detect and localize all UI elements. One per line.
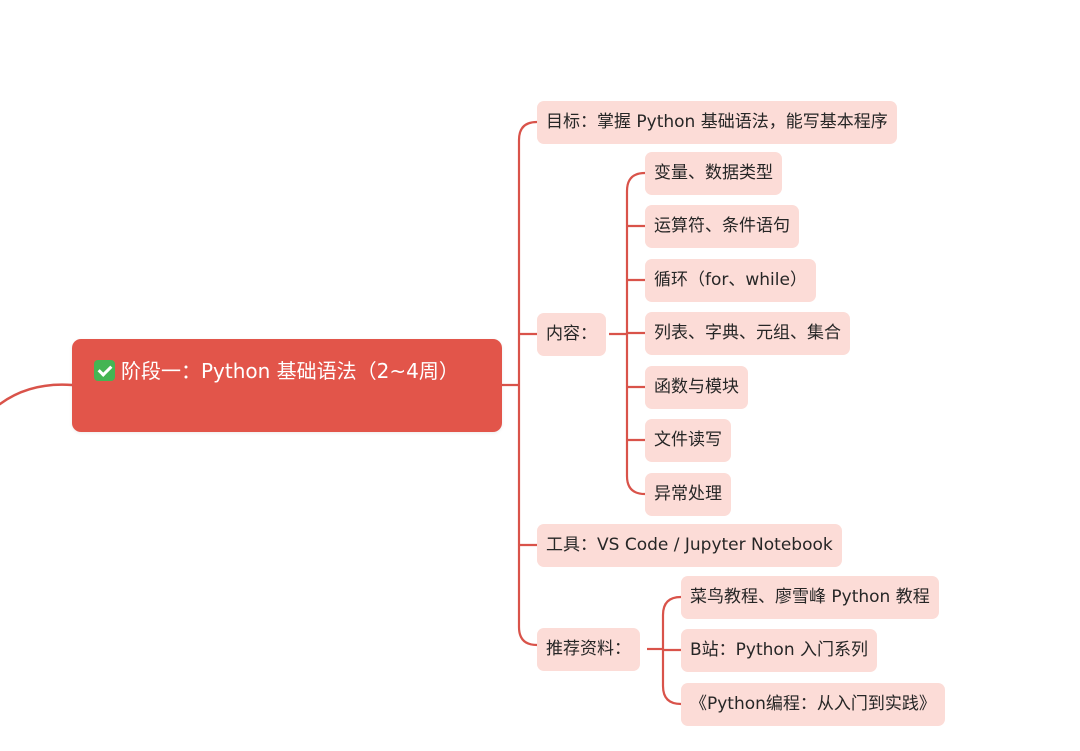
node-tools[interactable]: 工具：VS Code / Jupyter Notebook — [537, 524, 842, 567]
node-content-item[interactable]: 运算符、条件语句 — [645, 205, 799, 248]
main-spine — [517, 120, 538, 647]
root-node-stage-one[interactable]: 阶段一：Python 基础语法（2~4周） — [72, 339, 502, 432]
node-content-item[interactable]: 变量、数据类型 — [645, 152, 782, 195]
node-resource-item[interactable]: 《Python编程：从入门到实践》 — [681, 683, 945, 726]
node-goal[interactable]: 目标：掌握 Python 基础语法，能写基本程序 — [537, 101, 897, 144]
node-content-item[interactable]: 函数与模块 — [645, 366, 748, 409]
check-mark-icon — [94, 360, 115, 381]
node-content-item[interactable]: 列表、字典、元组、集合 — [645, 312, 850, 355]
node-content-item[interactable]: 循环（for、while） — [645, 259, 816, 302]
node-resources[interactable]: 推荐资料： — [537, 628, 640, 671]
node-content[interactable]: 内容： — [537, 313, 606, 356]
node-content-item[interactable]: 异常处理 — [645, 473, 731, 516]
content-tick — [627, 224, 645, 442]
incoming-connector — [0, 383, 74, 406]
node-resource-item[interactable]: 菜鸟教程、廖雪峰 Python 教程 — [681, 576, 939, 619]
root-node-label: 阶段一：Python 基础语法（2~4周） — [121, 359, 459, 383]
node-resource-item[interactable]: B站：Python 入门系列 — [681, 629, 877, 672]
node-content-item[interactable]: 文件读写 — [645, 419, 731, 462]
